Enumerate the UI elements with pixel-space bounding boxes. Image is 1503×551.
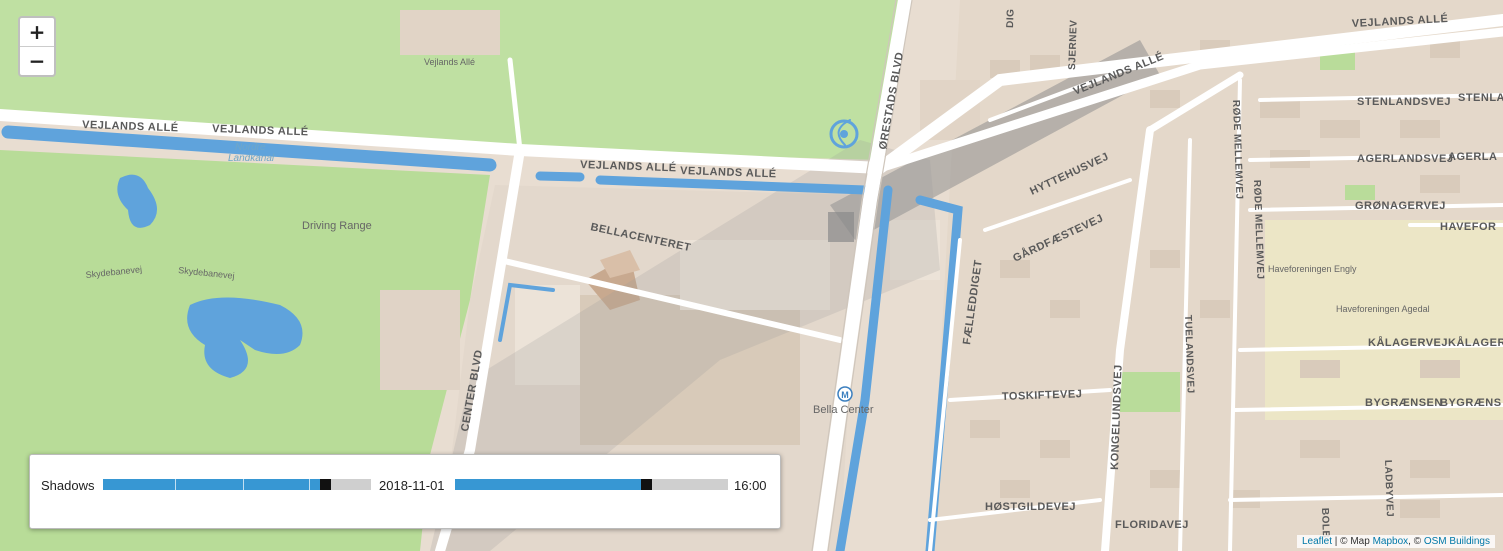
street-label: STENLANDSVEJ (1357, 96, 1451, 108)
mapbox-link[interactable]: Mapbox (1372, 536, 1409, 547)
time-value: 16:00 (734, 478, 767, 493)
street-label: VEJLANDS ALLÉ (82, 118, 179, 134)
lake-small (117, 174, 158, 228)
street-label: KONGELUNDSVEJ (1109, 364, 1125, 470)
map-attribution: Leaflet | © Map Mapbox, © OSM Buildings (1297, 535, 1495, 548)
street-label: TUELANDSVEJ (1182, 315, 1196, 394)
street-label: LADBYVEJ (1382, 460, 1395, 518)
metro-icon (837, 386, 853, 402)
street-label: GRØNAGERVEJ (1355, 200, 1446, 212)
place-label: Driving Range (302, 220, 372, 232)
street-label: BOLB (1319, 508, 1331, 539)
street-label: VEJLANDS ALLÉ (1351, 12, 1448, 30)
street-label: KÅLAGER (1448, 336, 1503, 349)
street-label: HØSTGILDEVEJ (985, 501, 1076, 513)
street-label: Vejlands Allé (424, 57, 475, 67)
date-slider-fill (103, 479, 325, 490)
date-slider-handle[interactable] (320, 479, 331, 490)
street-label: BYGRÆNS (1440, 397, 1502, 409)
zoom-control: + − (18, 16, 56, 77)
street-label: VEJLANDS ALLÉ (212, 122, 309, 138)
street-label: TOSKIFTEVEJ (1002, 388, 1083, 403)
zoom-in-button[interactable]: + (28, 20, 46, 44)
street-label: KÅLAGERVEJ (1368, 336, 1448, 349)
residential-buildings (970, 40, 1460, 518)
water-label: Nordre (235, 142, 266, 153)
street-label: AGERLA (1448, 151, 1497, 163)
zoom-out-button[interactable]: − (20, 46, 54, 75)
allotment-area (1265, 220, 1503, 420)
time-slider-handle[interactable] (641, 479, 652, 490)
rail-lines (811, 0, 913, 551)
street-label: FLORIDAVEJ (1115, 519, 1189, 531)
street-label: HAVEFOR (1440, 221, 1496, 233)
time-slider[interactable] (455, 479, 728, 490)
water-feature (829, 119, 859, 149)
place-label: Haveforeningen Engly (1268, 264, 1357, 274)
park-north (0, 0, 905, 160)
place-label: Bella Center (813, 404, 874, 416)
water-label: Landkanal (228, 153, 275, 164)
shadow-title: Shadows (41, 478, 95, 493)
street-label: AGERLANDSVEJ (1357, 153, 1453, 165)
date-value: 2018-11-01 (379, 478, 445, 493)
date-slider[interactable] (103, 479, 371, 490)
street-label: BYGRÆNSEN (1365, 397, 1443, 409)
shadow-control-panel: Shadows 2018-11-01 16:00 (29, 454, 781, 529)
street-label: SJERNEV (1067, 20, 1080, 71)
street-label: RØDE MELLEMVEJ (1251, 180, 1265, 280)
leaflet-link[interactable]: Leaflet (1302, 536, 1333, 547)
building-shadow (830, 40, 1160, 240)
street-label: DIG (1005, 8, 1017, 28)
street-label: RØDE MELLEMVEJ (1230, 100, 1244, 200)
street-label: VEJLANDS ALLÉ (580, 158, 677, 174)
time-slider-fill (455, 479, 646, 490)
street-label: STENLA (1458, 92, 1503, 104)
place-label: Haveforeningen Agedal (1336, 304, 1430, 314)
street-label: VEJLANDS ALLÉ (680, 164, 777, 180)
lake-large (187, 297, 303, 378)
metro-symbol: M (841, 390, 849, 400)
osm-buildings-link[interactable]: OSM Buildings (1423, 536, 1490, 547)
